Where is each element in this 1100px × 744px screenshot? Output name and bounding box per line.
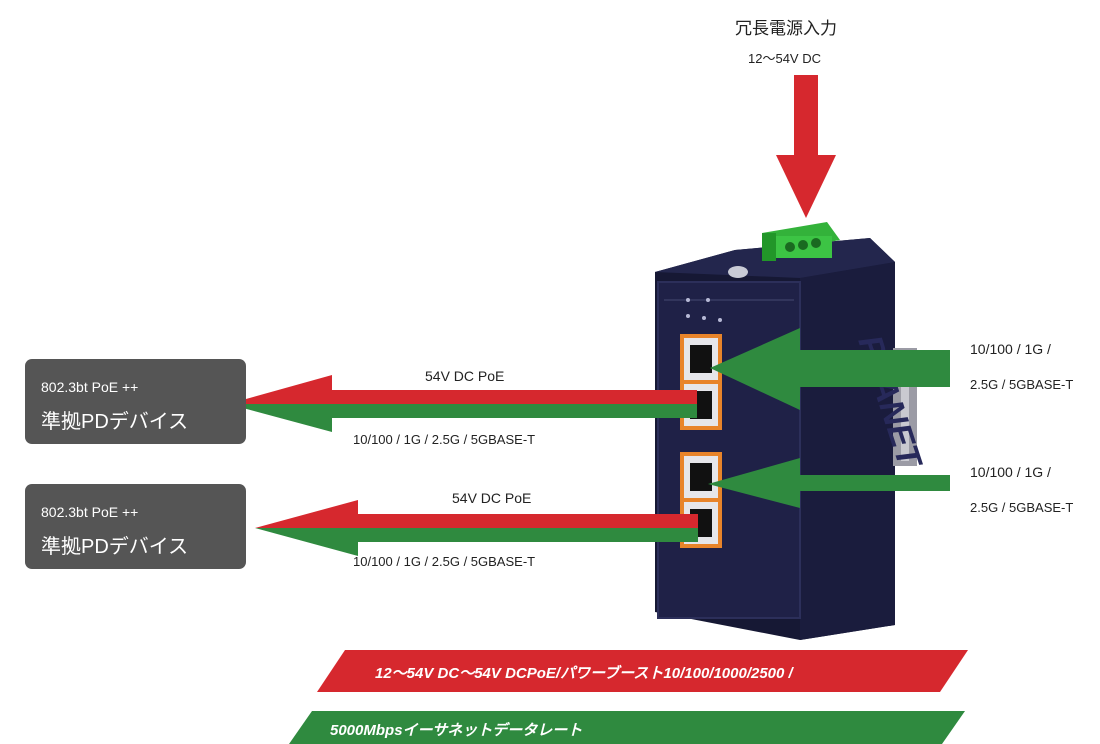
uplink-label-2-line1: 10/100 / 1G / (970, 464, 1051, 480)
poe-speed-label-1: 10/100 / 1G / 2.5G / 5GBASE-T (353, 432, 536, 447)
poe-power-label-2: 54V DC PoE (452, 490, 532, 506)
uplink-arrow-1 (710, 328, 950, 410)
poe-speed-label-2: 10/100 / 1G / 2.5G / 5GBASE-T (353, 554, 536, 569)
poe-arrow-2 (255, 500, 698, 556)
pd-device-label: 準拠PDデバイス (41, 536, 189, 558)
red-banner-text: 12〜54V DC〜54V DCPoE/パワーブースト10/100/1000/2… (375, 665, 793, 682)
pd-device-box-2: 802.3bt PoE ++ 準拠PDデバイス (25, 484, 246, 569)
uplink-arrow-2 (708, 458, 950, 508)
green-banner-text: 5000Mbpsイーサネットデータレート (330, 722, 583, 739)
power-input-title: 冗長電源入力 (735, 19, 837, 38)
green-banner-shape (289, 711, 965, 744)
poe-power-label-1: 54V DC PoE (425, 368, 505, 384)
pd-device-label: 準拠PDデバイス (41, 411, 189, 433)
red-banner-shape (317, 650, 968, 692)
switch-device: PLANET (655, 238, 930, 640)
uplink-label-2-line2: 2.5G / 5GBASE-T (970, 500, 1074, 515)
uplink-label-1-line1: 10/100 / 1G / (970, 341, 1051, 357)
power-input-voltage: 12〜54V DC (748, 51, 821, 66)
power-terminal-block (762, 222, 840, 261)
uplink-label-1-line2: 2.5G / 5GBASE-T (970, 377, 1074, 392)
pd-device-standard: 802.3bt PoE ++ (41, 504, 139, 520)
power-input-arrow (776, 75, 836, 218)
poe-arrow-1 (228, 375, 697, 432)
pd-device-standard: 802.3bt PoE ++ (41, 379, 139, 395)
pd-device-box-1: 802.3bt PoE ++ 準拠PDデバイス (25, 359, 246, 444)
